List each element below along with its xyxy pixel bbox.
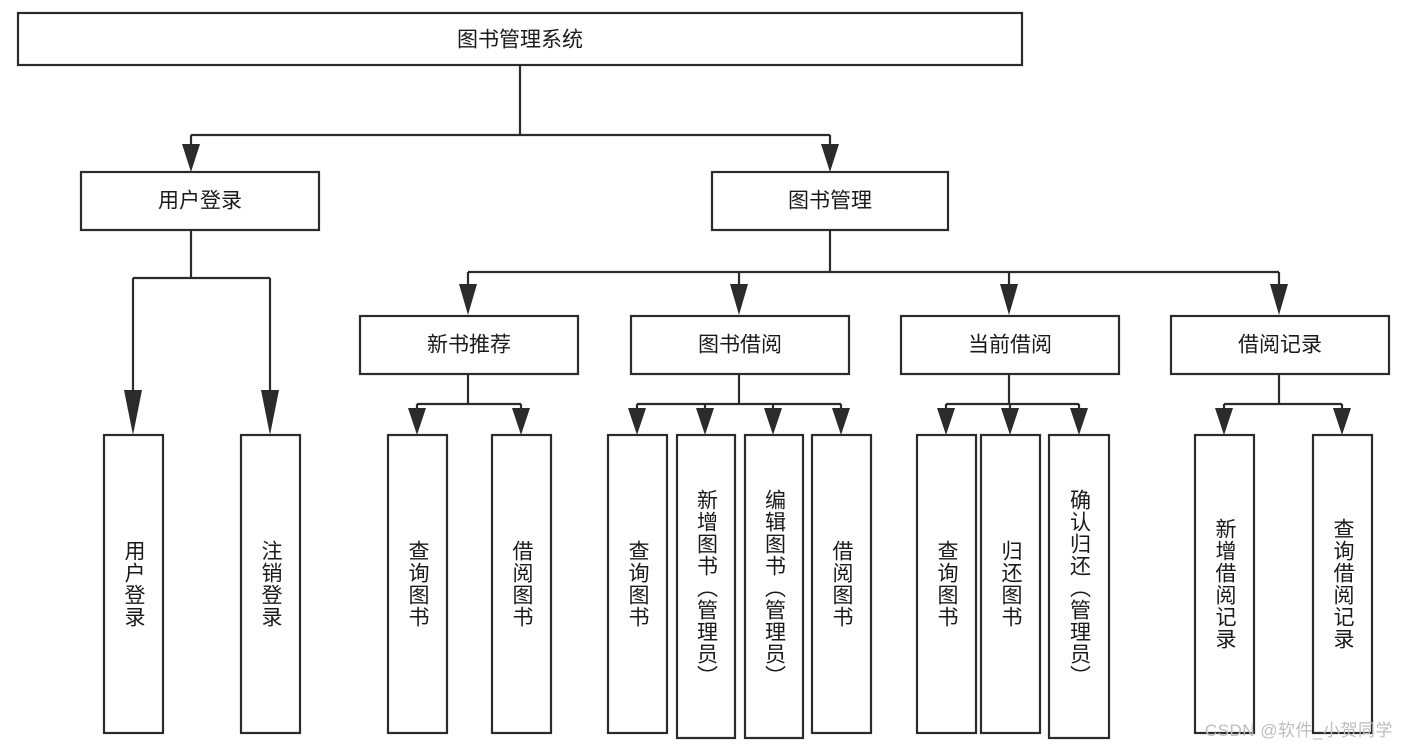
node-leaf-cb-return-book[interactable] <box>979 433 1042 735</box>
node-current-borrow-label: 当前借阅 <box>968 334 1052 357</box>
node-book-borrow-label: 图书借阅 <box>698 334 782 357</box>
connectors-book-mgmt-to-level3 <box>459 230 1288 315</box>
arrow-to-leaf-user-login <box>124 390 142 435</box>
node-leaf-bb-query-book[interactable] <box>606 433 669 735</box>
node-leaf-br-add-record[interactable] <box>1193 433 1256 735</box>
node-new-book-recommend-label: 新书推荐 <box>427 334 511 357</box>
connectors-root-to-level2 <box>182 65 839 172</box>
node-borrow-record[interactable] <box>1169 314 1391 376</box>
connectors-current-borrow-to-leaves <box>937 374 1088 435</box>
watermark-text: CSDN @软件_小贺同学 <box>1204 721 1393 740</box>
arrow-to-bb-leaf-3 <box>764 408 782 435</box>
arrow-to-current-borrow <box>1000 284 1018 315</box>
node-leaf-br-query-record[interactable] <box>1311 433 1374 735</box>
node-book-management[interactable] <box>710 170 950 232</box>
node-leaf-bb-add-book-admin[interactable] <box>675 433 737 740</box>
arrow-to-bb-leaf-2 <box>696 408 714 435</box>
node-user-login[interactable] <box>79 170 321 232</box>
node-book-borrow[interactable] <box>629 314 851 376</box>
node-borrow-record-label: 借阅记录 <box>1238 334 1322 357</box>
node-leaf-cb-confirm-return-admin[interactable] <box>1047 433 1111 740</box>
node-leaf-nbr-query-book[interactable] <box>386 433 449 735</box>
node-book-management-label: 图书管理 <box>788 190 872 213</box>
node-leaf-logout[interactable] <box>239 433 302 735</box>
arrow-to-br-leaf-1 <box>1215 408 1233 435</box>
connectors-new-book-recommend-to-leaves <box>408 374 530 435</box>
arrow-to-user-login <box>182 144 200 172</box>
arrow-to-nbr-leaf-1 <box>408 408 426 435</box>
arrow-to-book-borrow <box>730 284 748 315</box>
arrow-to-cb-leaf-2 <box>1001 408 1019 435</box>
arrow-to-cb-leaf-1 <box>937 408 955 435</box>
node-leaf-user-login[interactable] <box>102 433 165 735</box>
arrow-to-bb-leaf-1 <box>628 408 646 435</box>
node-root-label: 图书管理系统 <box>457 29 583 52</box>
node-root-book-management-system[interactable] <box>16 11 1024 67</box>
arrow-to-br-leaf-2 <box>1333 408 1351 435</box>
arrow-to-bb-leaf-4 <box>832 408 850 435</box>
node-leaf-bb-edit-book-admin[interactable] <box>743 433 805 740</box>
connectors-user-login-to-leaves <box>124 230 279 435</box>
node-user-login-label: 用户登录 <box>158 190 242 213</box>
arrow-to-book-mgmt <box>821 144 839 172</box>
arrow-to-new-book-recommend <box>459 284 477 315</box>
node-new-book-recommend[interactable] <box>358 314 580 376</box>
node-leaf-nbr-borrow-book[interactable] <box>490 433 553 735</box>
arrow-to-nbr-leaf-2 <box>512 408 530 435</box>
arrow-to-leaf-logout <box>261 390 279 435</box>
node-leaf-cb-query-book[interactable] <box>915 433 978 735</box>
node-current-borrow[interactable] <box>899 314 1121 376</box>
connectors-borrow-record-to-leaves <box>1215 374 1351 435</box>
node-leaf-bb-borrow-book[interactable] <box>810 433 873 735</box>
arrow-to-cb-leaf-3 <box>1070 408 1088 435</box>
arrow-to-borrow-record <box>1270 284 1288 315</box>
connectors-book-borrow-to-leaves <box>628 374 850 435</box>
